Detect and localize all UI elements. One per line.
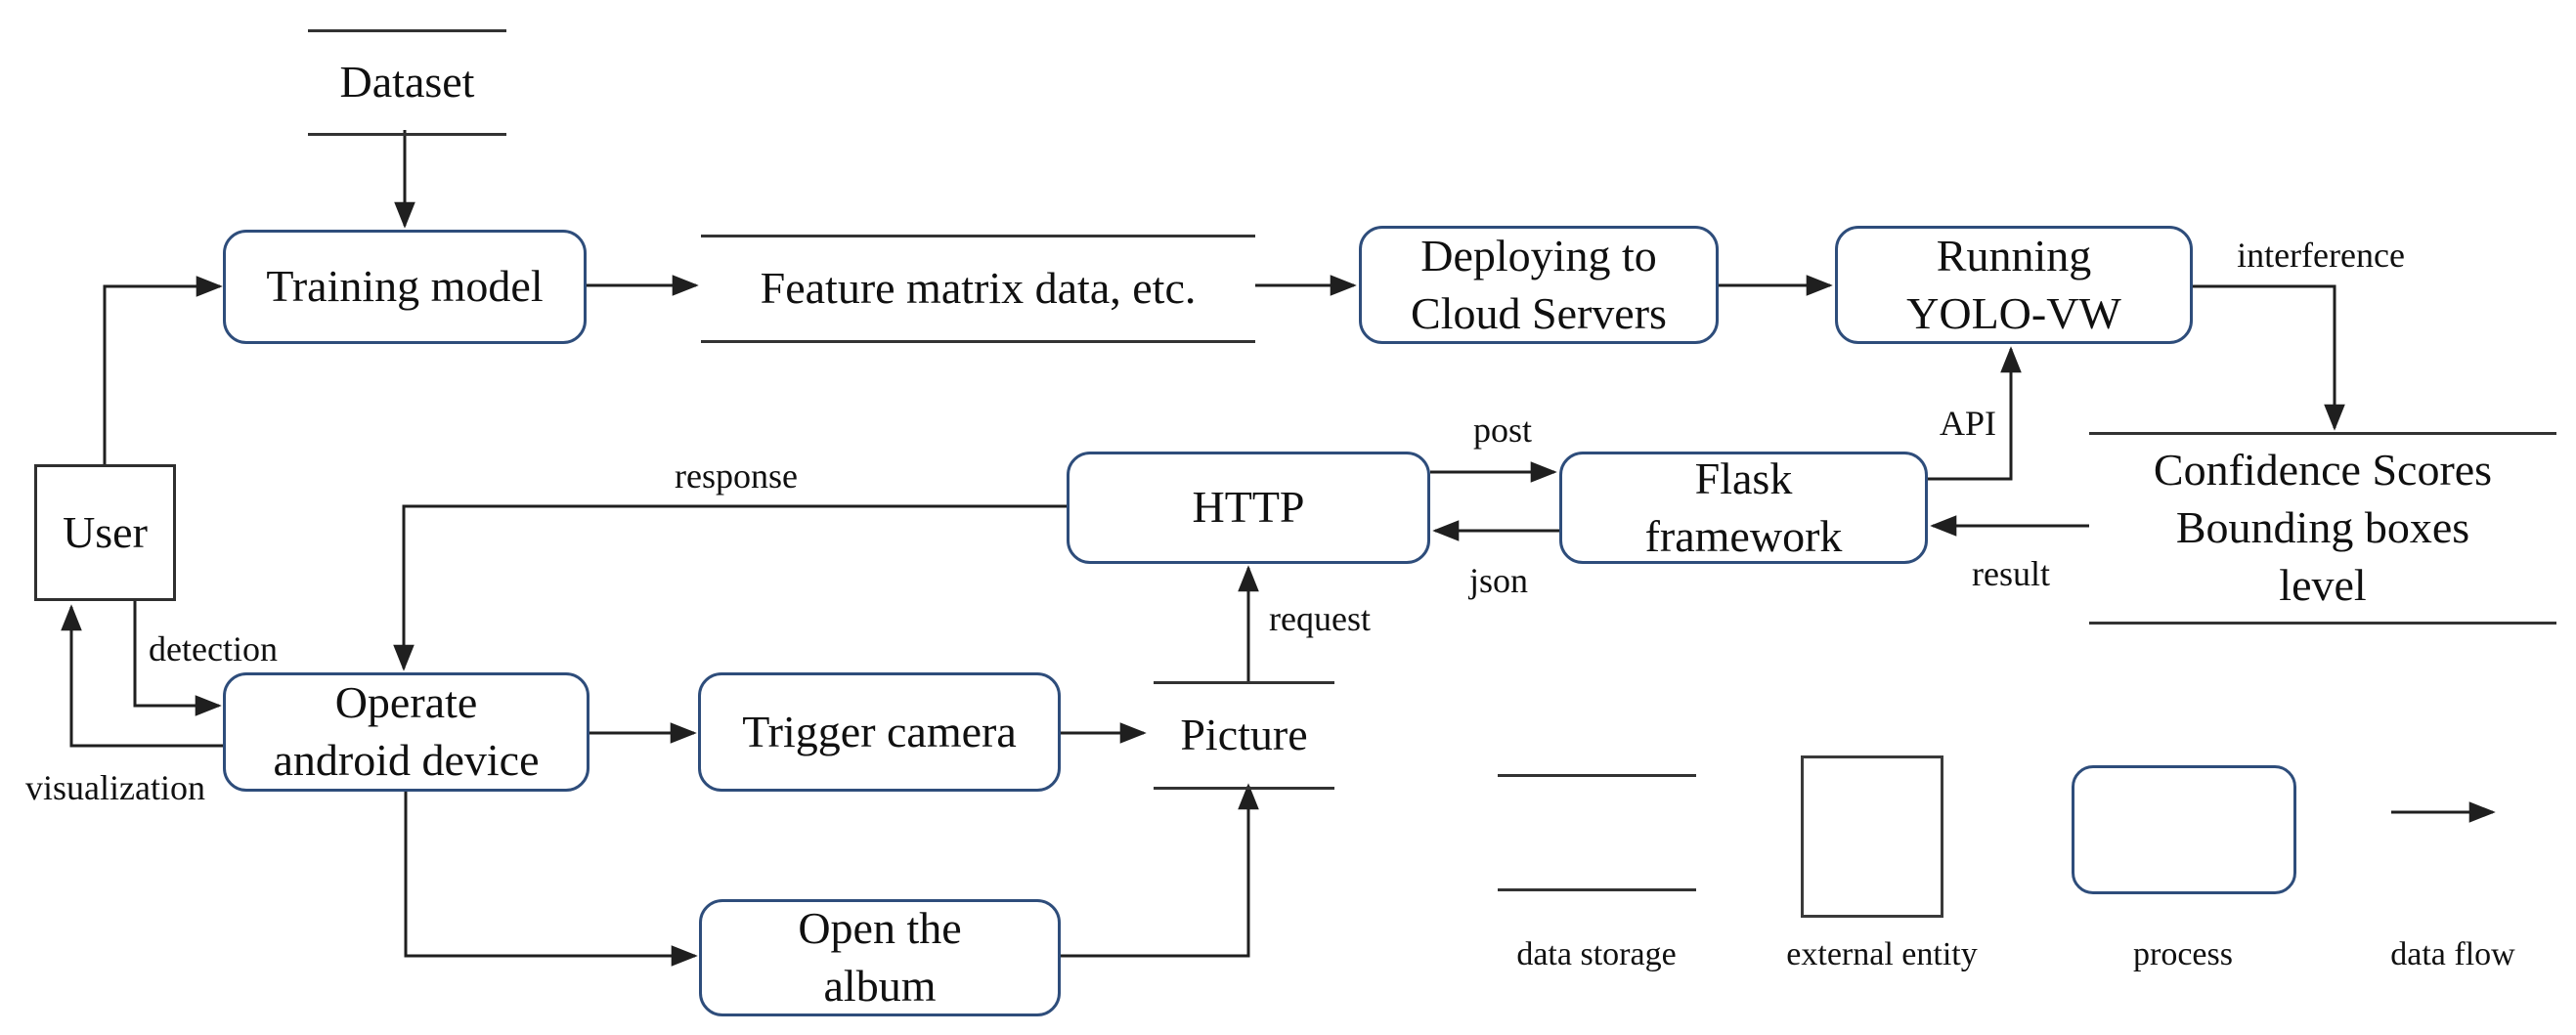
process-trigger-camera: Trigger camera — [698, 672, 1061, 792]
flow-label-response: response — [675, 456, 798, 496]
process-flask-framework: Flask framework — [1559, 452, 1928, 564]
storage-feature-matrix: Feature matrix data, etc. — [701, 235, 1255, 343]
flow-label-visualization: visualization — [25, 768, 205, 807]
entity-user-label: User — [63, 506, 148, 557]
entity-user: User — [34, 464, 176, 601]
flow-label-request: request — [1269, 599, 1371, 638]
legend-label-process: process — [2133, 936, 2233, 972]
process-deploying-cloud: Deploying to Cloud Servers — [1359, 226, 1719, 344]
storage-picture-label: Picture — [1180, 710, 1308, 760]
storage-dataset-label: Dataset — [339, 57, 475, 108]
process-http: HTTP — [1067, 452, 1430, 564]
legend-process-symbol — [2072, 765, 2296, 894]
flow-label-detection: detection — [149, 629, 278, 668]
process-operate-android: Operate android device — [223, 672, 589, 792]
flow-operate-to-album — [404, 792, 698, 967]
legend-label-external-entity: external entity — [1786, 936, 1978, 972]
legend-external-entity-symbol — [1801, 755, 1943, 918]
flow-api — [1928, 346, 2022, 481]
process-training-model: Training model — [223, 230, 587, 344]
legend-label-data-storage: data storage — [1516, 936, 1677, 972]
storage-picture: Picture — [1154, 681, 1334, 790]
storage-confidence-scores: Confidence Scores Bounding boxes level — [2089, 432, 2556, 625]
process-open-album: Open the album — [699, 899, 1061, 1016]
flow-response — [393, 504, 1067, 671]
legend-data-storage-symbol — [1498, 774, 1696, 891]
storage-feature-matrix-label: Feature matrix data, etc. — [760, 263, 1197, 314]
flow-label-api: API — [1939, 404, 1997, 443]
flow-detection — [133, 601, 222, 716]
storage-dataset: Dataset — [308, 29, 506, 136]
flow-user-to-training — [103, 276, 223, 464]
flow-interference — [2193, 284, 2345, 431]
flow-label-post: post — [1472, 410, 1533, 450]
flow-label-result: result — [1972, 554, 2050, 593]
flow-visualization — [61, 604, 223, 748]
process-running-yolo: Running YOLO-VW — [1835, 226, 2193, 344]
flow-album-to-picture — [1061, 783, 1259, 958]
flow-label-json: json — [1468, 561, 1529, 600]
legend-label-data-flow: data flow — [2390, 936, 2515, 972]
flow-label-interference: interference — [2237, 236, 2405, 275]
